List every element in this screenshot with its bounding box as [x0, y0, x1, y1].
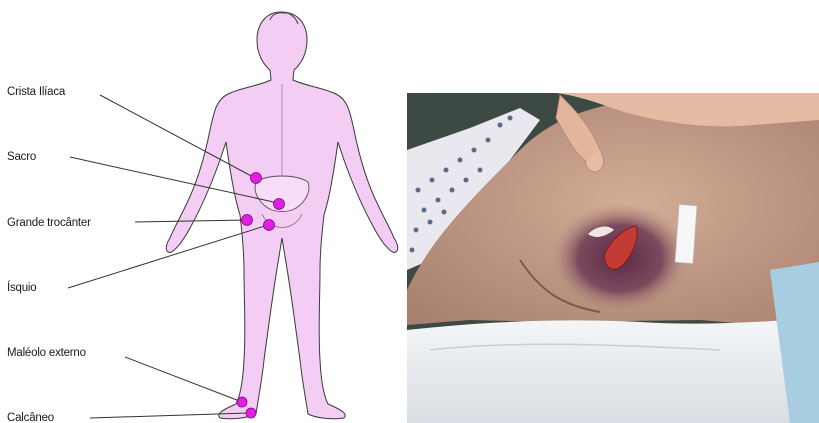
label-trocanter: Grande trocânter [7, 217, 91, 229]
body-silhouette [166, 12, 397, 419]
diagram-labels: Crista Ilíaca Sacro Grande trocânter Ísq… [7, 86, 91, 423]
bed-sheet [407, 318, 819, 423]
marker-maleolo [237, 397, 247, 407]
pressure-ulcer-photo [407, 93, 819, 423]
label-isquio: Ísquio [7, 281, 37, 294]
label-maleolo: Maléolo externo [7, 347, 86, 359]
marker-sacro [274, 199, 285, 210]
marker-crista [251, 173, 262, 184]
marker-trocanter [242, 215, 253, 226]
label-calcaneo: Calcâneo [7, 412, 54, 423]
body-diagram [166, 12, 397, 419]
leader-maleolo [125, 357, 242, 402]
label-crista: Crista Ilíaca [7, 86, 66, 98]
marker-calcaneo [246, 408, 256, 418]
marker-isquio [264, 220, 275, 231]
measuring-tape [675, 204, 697, 263]
leader-isquio [68, 225, 268, 288]
label-sacro: Sacro [7, 151, 36, 163]
